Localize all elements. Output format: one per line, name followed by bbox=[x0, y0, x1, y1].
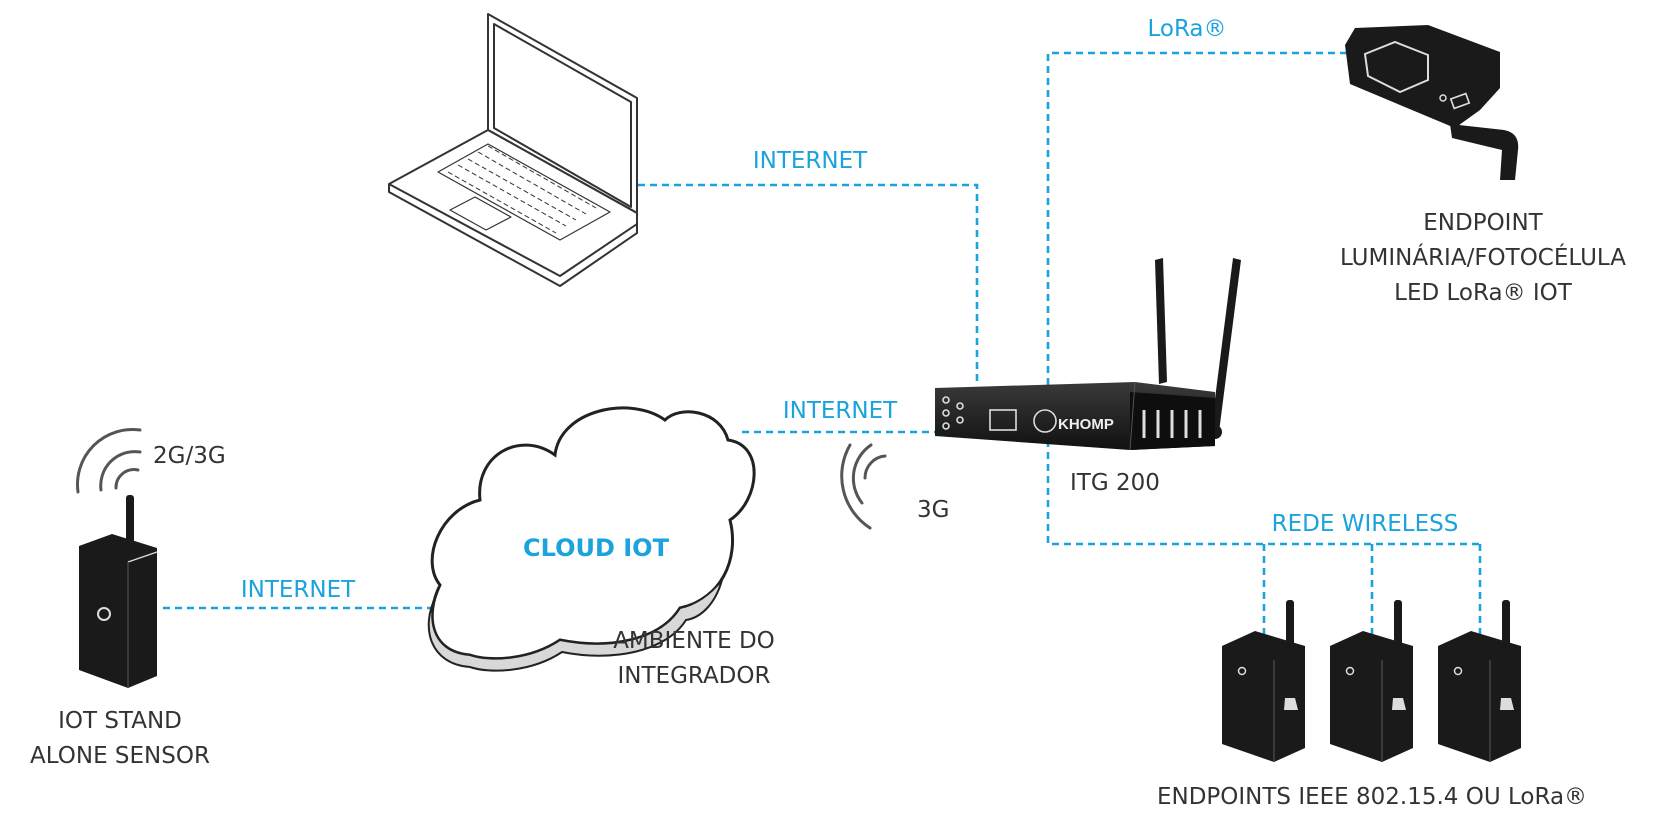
gateway-itg200-icon: KHOMP bbox=[935, 258, 1241, 451]
internet-label-laptop: INTERNET bbox=[753, 148, 868, 174]
sensor-label-line2: ALONE SENSOR bbox=[30, 743, 210, 769]
cloud-iot-label: CLOUD IOT bbox=[523, 534, 670, 562]
link-gateway-lora bbox=[1046, 51, 1348, 385]
signal-3g-icon bbox=[840, 443, 887, 530]
laptop-icon bbox=[388, 13, 638, 287]
rede-wireless-label: REDE WIRELESS bbox=[1272, 511, 1459, 537]
sensor-label-line1: IOT STAND bbox=[58, 708, 182, 734]
signal-3g-label: 3G bbox=[917, 497, 949, 523]
luminaire-endpoint-icon bbox=[1345, 25, 1519, 180]
endpoints-ieee-label: ENDPOINTS IEEE 802.15.4 OU LoRa® bbox=[1157, 784, 1587, 810]
gateway-label: ITG 200 bbox=[1070, 470, 1160, 496]
ambiente-label-line2: INTEGRADOR bbox=[618, 663, 771, 689]
endpoint-device-3-icon bbox=[1438, 600, 1521, 762]
endpoint-lum-label-line1: ENDPOINT bbox=[1423, 210, 1543, 236]
gateway-brand-text: KHOMP bbox=[1058, 416, 1114, 433]
cloud-icon bbox=[427, 406, 756, 672]
endpoint-device-1-icon bbox=[1222, 600, 1305, 762]
ambiente-label-line1: AMBIENTE DO bbox=[613, 628, 775, 654]
internet-label-sensor: INTERNET bbox=[241, 577, 356, 603]
endpoint-lum-label-line3: LED LoRa® IOT bbox=[1394, 280, 1573, 306]
lora-label: LoRa® bbox=[1147, 16, 1226, 42]
signal-2g3g-label: 2G/3G bbox=[153, 443, 226, 469]
internet-label-cloud: INTERNET bbox=[783, 398, 898, 424]
signal-2g3g-icon bbox=[76, 428, 142, 494]
endpoint-device-2-icon bbox=[1330, 600, 1413, 762]
iot-sensor-device-icon bbox=[79, 495, 158, 688]
endpoint-lum-label-line2: LUMINÁRIA/FOTOCÉLULA bbox=[1340, 243, 1626, 271]
link-laptop-gateway bbox=[638, 183, 979, 383]
